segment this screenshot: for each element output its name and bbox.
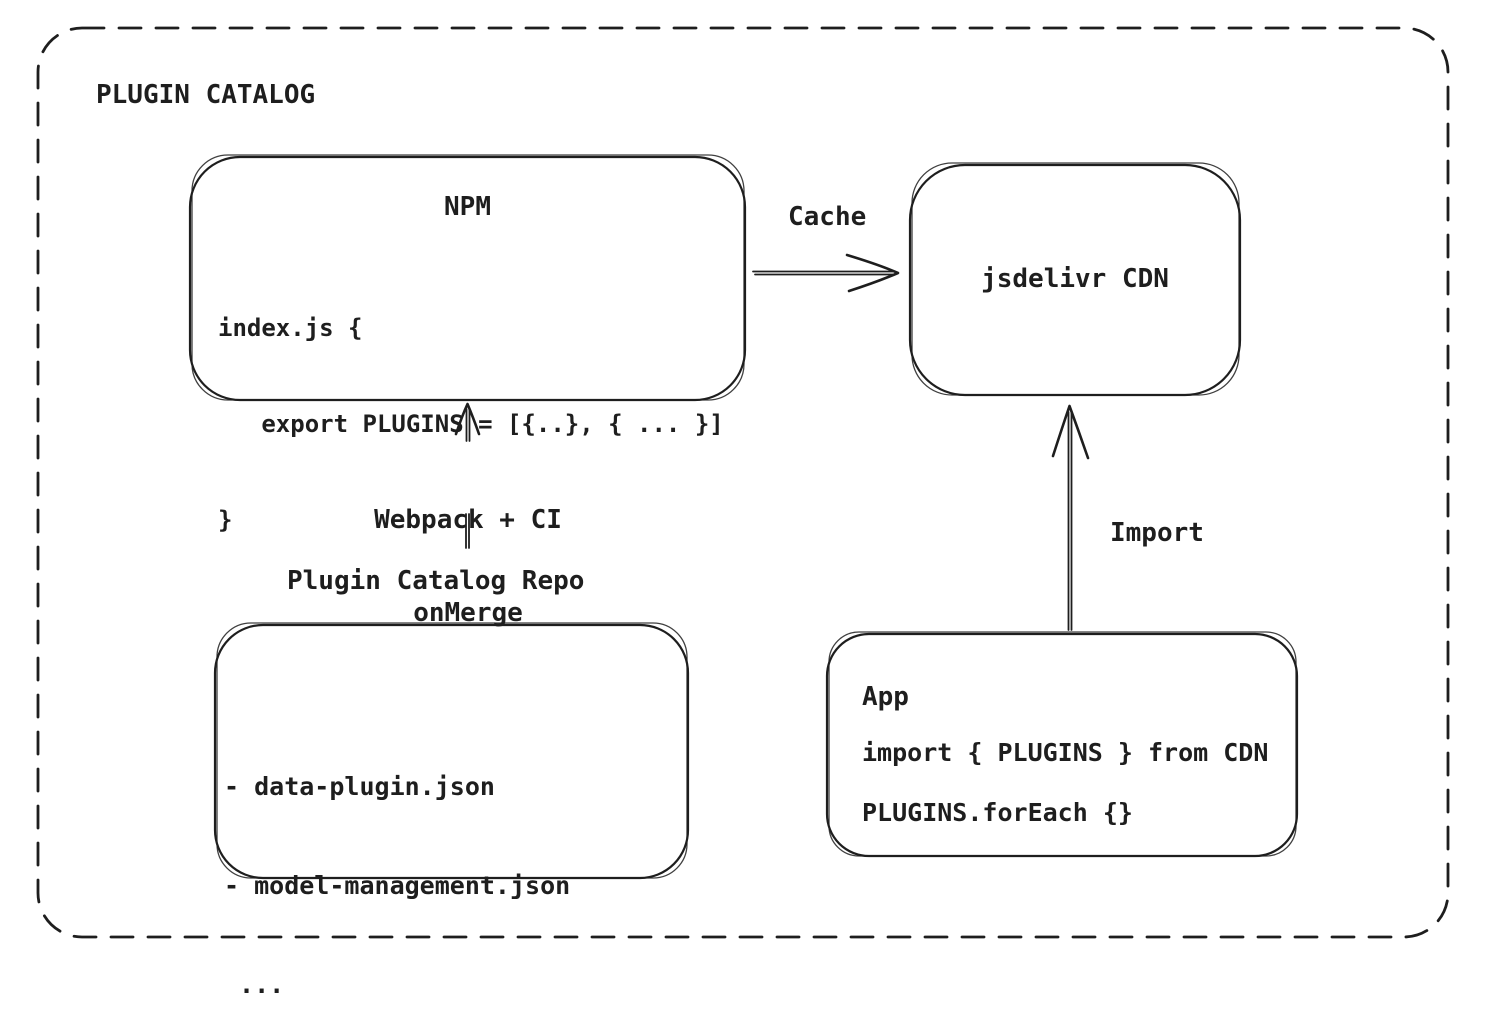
app-box-title: App bbox=[862, 682, 909, 712]
app-box bbox=[825, 631, 1299, 858]
npm-box-outline-echo bbox=[191, 154, 745, 401]
app-box-outline-echo bbox=[828, 631, 1297, 857]
repo-file-item: - data-plugin.json bbox=[224, 772, 495, 801]
build-edge-label-line1: Webpack + CI bbox=[374, 505, 562, 535]
cache-edge-label: Cache bbox=[788, 202, 867, 232]
npm-code-block: index.js { export PLUGINS = [{..}, { ...… bbox=[218, 248, 724, 568]
npm-code-line: } bbox=[218, 506, 233, 534]
import-edge-label: Import bbox=[1110, 518, 1204, 548]
arrow-up-icon bbox=[1051, 404, 1090, 460]
arrow-right-icon bbox=[845, 253, 900, 293]
build-edge-label: Webpack + CI onMerge bbox=[374, 443, 562, 660]
npm-box-title: NPM bbox=[444, 192, 491, 222]
npm-code-line: export PLUGINS = [{..}, { ... }] bbox=[218, 410, 724, 438]
cdn-box-title: jsdelivr CDN bbox=[981, 264, 1169, 294]
build-arrow bbox=[454, 402, 481, 549]
app-code-line: import { PLUGINS } from CDN bbox=[862, 738, 1269, 767]
repo-file-list: - data-plugin.json - model-management.js… bbox=[224, 704, 570, 1034]
app-code-line: PLUGINS.forEach {} bbox=[862, 798, 1133, 827]
repo-box-outline-echo bbox=[216, 622, 688, 879]
npm-box bbox=[188, 154, 747, 402]
build-edge-label-line2: onMerge bbox=[413, 598, 523, 628]
cdn-box bbox=[908, 162, 1242, 397]
repo-file-item: - model-management.json bbox=[224, 871, 571, 900]
import-arrow bbox=[1051, 404, 1090, 631]
repo-box bbox=[213, 622, 690, 880]
npm-code-line: index.js { bbox=[218, 314, 363, 342]
diagram-canvas bbox=[36, 26, 1450, 939]
repo-file-item: ... bbox=[224, 970, 285, 999]
arrow-up-icon bbox=[454, 402, 481, 436]
cdn-box-outline-echo bbox=[911, 162, 1240, 396]
plugin-catalog-frame bbox=[36, 26, 1450, 939]
diagram-title: PLUGIN CATALOG bbox=[96, 80, 316, 110]
repo-box-title: Plugin Catalog Repo bbox=[287, 566, 585, 596]
cache-arrow bbox=[752, 253, 900, 293]
